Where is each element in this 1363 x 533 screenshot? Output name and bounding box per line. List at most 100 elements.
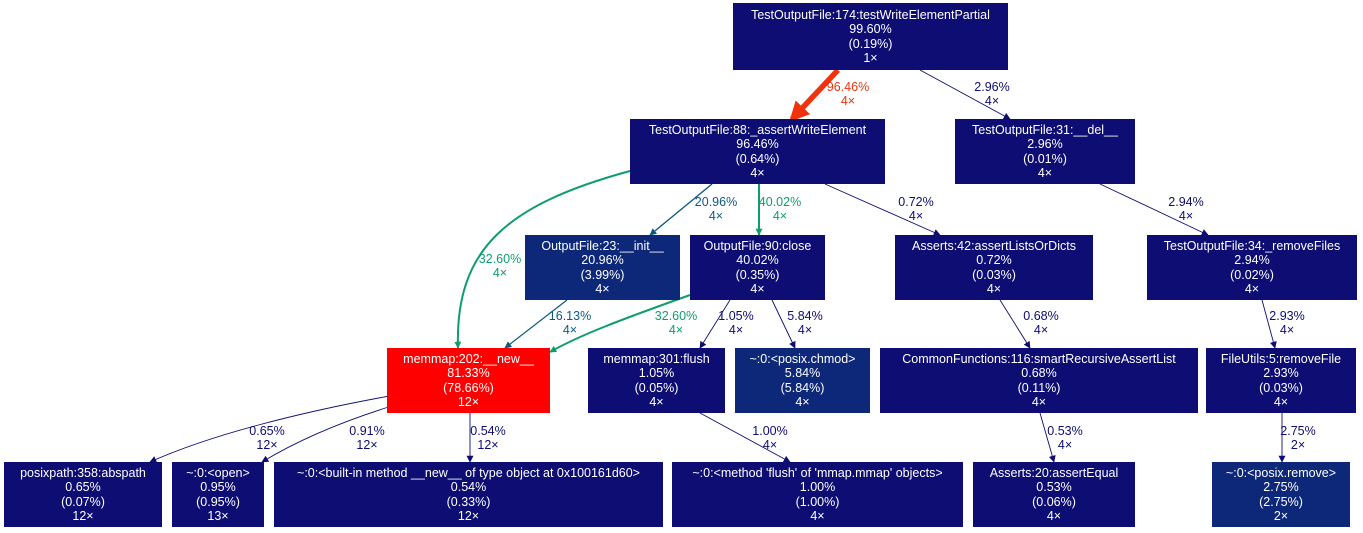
edge-percent: 0.91% <box>349 424 385 438</box>
edge-label: 96.46%4× <box>827 80 869 108</box>
node-function-name: FileUtils:5:removeFile <box>1220 352 1342 367</box>
edge-label: 1.00%4× <box>752 424 787 452</box>
node-self-percent: (0.11%) <box>1017 380 1061 395</box>
node-self-percent: (0.01%) <box>1023 151 1067 166</box>
edge-close-to-memnew <box>549 294 691 353</box>
node-function-name: TestOutputFile:88:_assertWriteElement <box>648 123 867 138</box>
edge-assert-to-memnew <box>454 170 631 349</box>
edge-percent: 20.96% <box>694 195 738 209</box>
node-function-name: OutputFile:23:__init__ <box>541 239 664 254</box>
edge-percent: 5.84% <box>787 309 823 323</box>
node-init[interactable]: OutputFile:23:__init__20.96%(3.99%)4× <box>525 235 680 300</box>
edge-label: 20.96%4× <box>695 195 737 223</box>
node-call-count: 4× <box>750 281 765 296</box>
node-memnew[interactable]: memmap:202:__new__81.33%(78.66%)12× <box>387 348 550 413</box>
edge-lists-to-smart <box>999 299 1031 349</box>
node-function-name: Asserts:42:assertListsOrDicts <box>912 239 1076 254</box>
node-self-percent: (0.03%) <box>972 267 1016 282</box>
node-call-count: 4× <box>649 394 664 409</box>
node-self-percent: (0.64%) <box>735 151 780 166</box>
edge-label: 2.96%4× <box>974 80 1009 108</box>
edge-percent: 96.46% <box>826 80 870 94</box>
edge-percent: 16.13% <box>548 309 592 323</box>
node-self-percent: (0.06%) <box>1032 494 1076 509</box>
node-function-name: ~:0:<posix.chmod> <box>749 352 856 367</box>
node-smart[interactable]: CommonFunctions:116:smartRecursiveAssert… <box>880 348 1198 413</box>
node-call-count: 4× <box>1273 394 1289 409</box>
edge-call-count: 2× <box>1290 438 1306 452</box>
node-self-percent: (78.66%) <box>443 380 494 395</box>
edge-close-to-chmod <box>771 299 796 349</box>
node-call-count: 2× <box>1273 508 1289 523</box>
edge-call-count: 4× <box>797 323 813 337</box>
edge-label: 32.60%4× <box>655 309 697 337</box>
edge-label: 32.60%4× <box>479 252 521 280</box>
node-builtin[interactable]: ~:0:<built-in method __new__ of type obj… <box>274 462 663 527</box>
node-call-count: 4× <box>810 508 825 523</box>
node-del[interactable]: TestOutputFile:31:__del__2.96%(0.01%)4× <box>955 119 1135 184</box>
node-call-count: 1× <box>863 50 878 65</box>
edge-call-count: 4× <box>840 94 856 108</box>
node-function-name: memmap:301:flush <box>603 352 710 367</box>
edge-call-count: 4× <box>668 323 684 337</box>
node-total-percent: 2.94% <box>1234 253 1270 268</box>
edge-call-count: 4× <box>984 94 1000 108</box>
node-total-percent: 20.96% <box>581 253 624 268</box>
edge-call-count: 12× <box>256 438 278 452</box>
edge-label: 40.02%4× <box>759 195 801 223</box>
node-total-percent: 1.00% <box>799 480 836 495</box>
edge-label: 0.65%12× <box>249 424 284 452</box>
edge-percent: 32.60% <box>654 309 698 323</box>
node-remove[interactable]: ~:0:<posix.remove>2.75%(2.75%)2× <box>1212 462 1350 527</box>
node-function-name: OutputFile:90:close <box>703 239 812 254</box>
node-chmod[interactable]: ~:0:<posix.chmod>5.84%(5.84%)4× <box>735 348 870 413</box>
edge-label: 2.75%2× <box>1280 424 1315 452</box>
node-total-percent: 96.46% <box>736 137 779 152</box>
node-function-name: memmap:202:__new__ <box>403 352 534 367</box>
edge-call-count: 4× <box>708 209 724 223</box>
node-self-percent: (0.35%) <box>735 267 780 282</box>
edge-percent: 0.54% <box>470 424 506 438</box>
edge-call-count: 4× <box>562 323 578 337</box>
edge-assert-to-init <box>649 183 713 236</box>
node-self-percent: (0.02%) <box>1230 267 1274 282</box>
node-call-count: 4× <box>1046 508 1062 523</box>
node-function-name: ~:0:<posix.remove> <box>1225 466 1337 481</box>
node-total-percent: 0.95% <box>200 480 236 495</box>
edge-label: 0.54%12× <box>470 424 505 452</box>
node-call-count: 4× <box>750 165 765 180</box>
node-call-count: 4× <box>1244 281 1260 296</box>
edge-del-to-remfiles <box>1099 183 1209 236</box>
edge-percent: 1.00% <box>752 424 788 438</box>
node-total-percent: 0.54% <box>450 480 487 495</box>
node-total-percent: 0.72% <box>976 253 1012 268</box>
node-function-name: TestOutputFile:34:_removeFiles <box>1163 239 1341 254</box>
node-function-name: ~:0:<method 'flush' of 'mmap.mmap' objec… <box>692 466 943 481</box>
node-call-count: 12× <box>457 394 480 409</box>
node-self-percent: (2.75%) <box>1259 494 1303 509</box>
node-function-name: posixpath:358:abspath <box>20 466 146 481</box>
node-total-percent: 99.60% <box>849 22 892 37</box>
edge-label: 0.53%4× <box>1047 424 1082 452</box>
node-call-count: 12× <box>72 508 94 523</box>
edge-label: 16.13%4× <box>549 309 591 337</box>
node-mflush[interactable]: ~:0:<method 'flush' of 'mmap.mmap' objec… <box>672 462 963 527</box>
edge-assert-to-lists <box>824 183 941 236</box>
edge-close-to-flush <box>699 299 731 349</box>
node-self-percent: (0.07%) <box>61 494 105 509</box>
node-function-name: Asserts:20:assertEqual <box>989 466 1119 481</box>
edge-call-count: 4× <box>1033 323 1049 337</box>
node-root[interactable]: TestOutputFile:174:testWriteElementParti… <box>733 3 1008 70</box>
node-open[interactable]: ~:0:<open>0.95%(0.95%)13× <box>172 462 264 527</box>
node-self-percent: (0.03%) <box>1259 380 1303 395</box>
edge-percent: 0.72% <box>898 195 934 209</box>
